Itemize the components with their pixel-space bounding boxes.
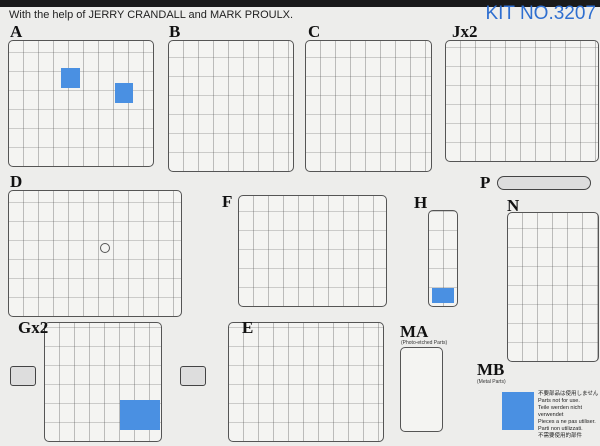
sprue-n-label: N [507,196,520,215]
sprue-b-label: B [169,22,181,41]
sprue-b [168,40,294,172]
legend-line: Teile werden nicht verwendet [538,405,583,418]
sprue-p-label: P [480,173,491,192]
sprue-mb-label: MB [477,360,505,379]
sprue-c [305,40,432,172]
sprue-a [8,40,154,167]
legend-line: Pieces a ne pas utiliser. [538,419,596,425]
sprue-n [507,212,599,362]
sprue-ma [400,347,443,432]
sprue-h-label: H [414,193,428,212]
sprue-f-label: F [222,192,233,211]
legend-swatch [502,392,534,430]
sprue-j [445,40,599,162]
sprue-mb-note: (Metal Parts) [477,379,506,385]
sprue-j-label: Jx2 [452,22,478,41]
canopy-part [180,366,206,386]
sprue-a-label: A [10,22,23,41]
sprue-ma-label: MA [400,322,429,341]
unused-part-marker [61,68,80,88]
kit-number: KIT NO.3207 [485,3,596,24]
unused-part-marker [120,400,160,430]
canopy-part [10,366,36,386]
sprue-c-label: C [308,22,321,41]
unused-part-marker [115,83,133,103]
credit-text: With the help of JERRY CRANDALL and MARK… [9,9,294,21]
legend-line: Parts not for use. [538,398,580,404]
unused-part-marker [432,288,454,303]
top-bar [0,0,600,7]
sprue-g-label: Gx2 [18,318,49,337]
sprue-p [497,176,591,190]
legend-text: 不要部品は使用しません Parts not for use. Teile wer… [538,391,600,440]
legend-line: 不要部品は使用しません [538,391,599,397]
sprue-e-label: E [242,318,254,337]
sprue-f [238,195,387,307]
sprue-e [228,322,384,442]
sprue-ma-note: (Photo-etched Parts) [401,340,448,346]
legend-line: 不需要使用的部件 [538,433,583,439]
sprue-gate [100,243,110,253]
sprue-d-label: D [10,172,23,191]
sprue-d [8,190,182,317]
legend-line: Parti non utilizzati. [538,426,583,432]
